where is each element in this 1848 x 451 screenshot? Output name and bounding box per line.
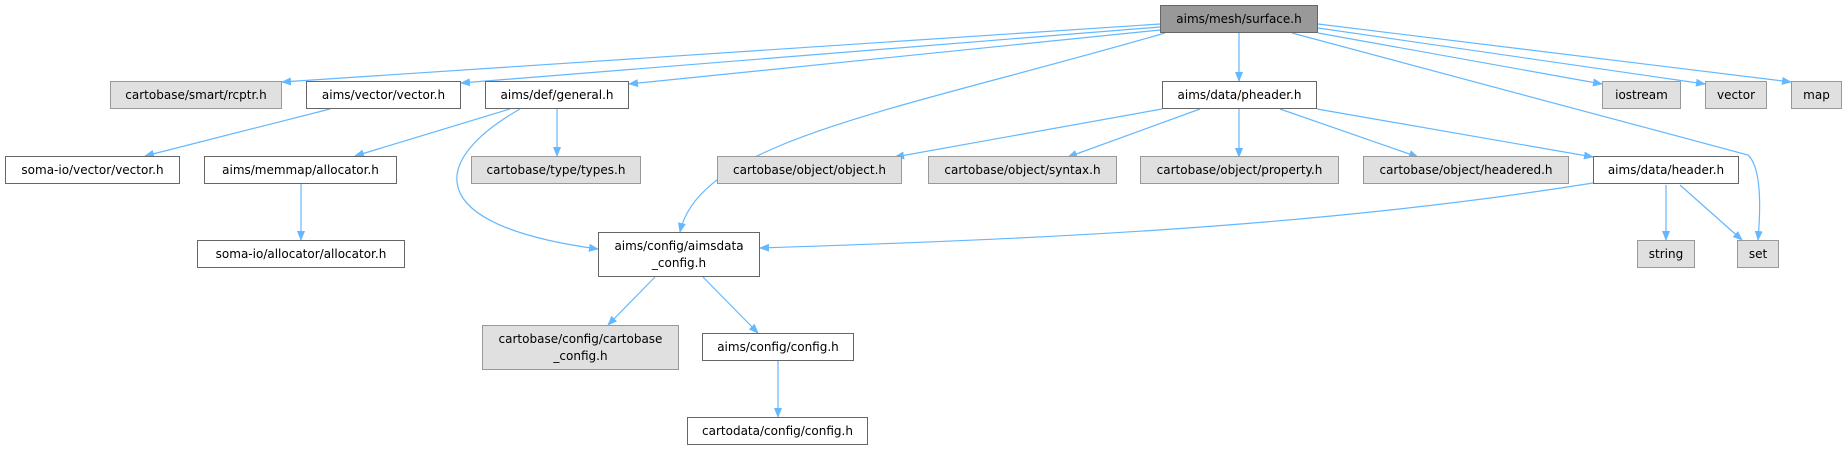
edge-surface-to-iostream bbox=[1317, 32, 1603, 87]
node-types: cartobase/type/types.h bbox=[471, 156, 641, 184]
node-pheader[interactable]: aims/data/pheader.h bbox=[1162, 81, 1317, 109]
edge-surface-to-aims_vector bbox=[460, 26, 1161, 87]
node-std-vector: vector bbox=[1705, 81, 1767, 109]
node-headered: cartobase/object/headered.h bbox=[1363, 156, 1569, 184]
node-iostream: iostream bbox=[1602, 81, 1681, 109]
node-aimsdata-config[interactable]: aims/config/aimsdata _config.h bbox=[598, 232, 760, 277]
node-soma-vector[interactable]: soma-io/vector/vector.h bbox=[5, 156, 180, 184]
node-surface: aims/mesh/surface.h bbox=[1160, 5, 1318, 33]
node-general[interactable]: aims/def/general.h bbox=[485, 81, 629, 109]
node-rcptr: cartobase/smart/rcptr.h bbox=[110, 81, 282, 109]
node-header[interactable]: aims/data/header.h bbox=[1593, 156, 1739, 184]
node-cartobase-config: cartobase/config/cartobase _config.h bbox=[482, 325, 679, 370]
edge-surface-to-general bbox=[628, 29, 1161, 88]
edge-pheader-to-header bbox=[1316, 108, 1594, 160]
edge-surface-to-aimsdata_config bbox=[678, 32, 1166, 233]
edge-pheader-to-object bbox=[894, 108, 1163, 160]
node-aims-config[interactable]: aims/config/config.h bbox=[702, 333, 854, 361]
edge-header-to-aimsdata_config bbox=[759, 182, 1594, 252]
node-object: cartobase/object/object.h bbox=[717, 156, 902, 184]
edge-surface-to-std_vector bbox=[1317, 27, 1706, 87]
edge-pheader-to-syntax bbox=[1067, 108, 1201, 158]
edge-general-to-aimsdata_config bbox=[456, 108, 599, 252]
node-soma-allocator[interactable]: soma-io/allocator/allocator.h bbox=[197, 240, 405, 268]
node-string: string bbox=[1637, 240, 1695, 268]
edge-aimsdata_config-to-aims_config bbox=[702, 276, 759, 334]
edge-pheader-to-headered bbox=[1279, 108, 1419, 158]
node-aims-vector[interactable]: aims/vector/vector.h bbox=[306, 81, 461, 109]
node-memmap-allocator[interactable]: aims/memmap/allocator.h bbox=[204, 156, 397, 184]
node-cartodata-config[interactable]: cartodata/config/config.h bbox=[687, 417, 868, 445]
edge-aimsdata_config-to-cartobase_config bbox=[607, 276, 656, 326]
edge-header-to-set bbox=[1679, 184, 1743, 241]
node-set: set bbox=[1737, 240, 1779, 268]
node-property: cartobase/object/property.h bbox=[1140, 156, 1339, 184]
node-map: map bbox=[1791, 81, 1842, 109]
node-syntax: cartobase/object/syntax.h bbox=[928, 156, 1117, 184]
edge-surface-to-set bbox=[1291, 32, 1763, 241]
edge-surface-to-map bbox=[1317, 23, 1792, 85]
edge-surface-to-rcptr bbox=[281, 23, 1161, 86]
edge-aims_vector-to-soma_vector bbox=[144, 108, 331, 158]
edge-general-to-memmap_allocator bbox=[354, 108, 511, 158]
